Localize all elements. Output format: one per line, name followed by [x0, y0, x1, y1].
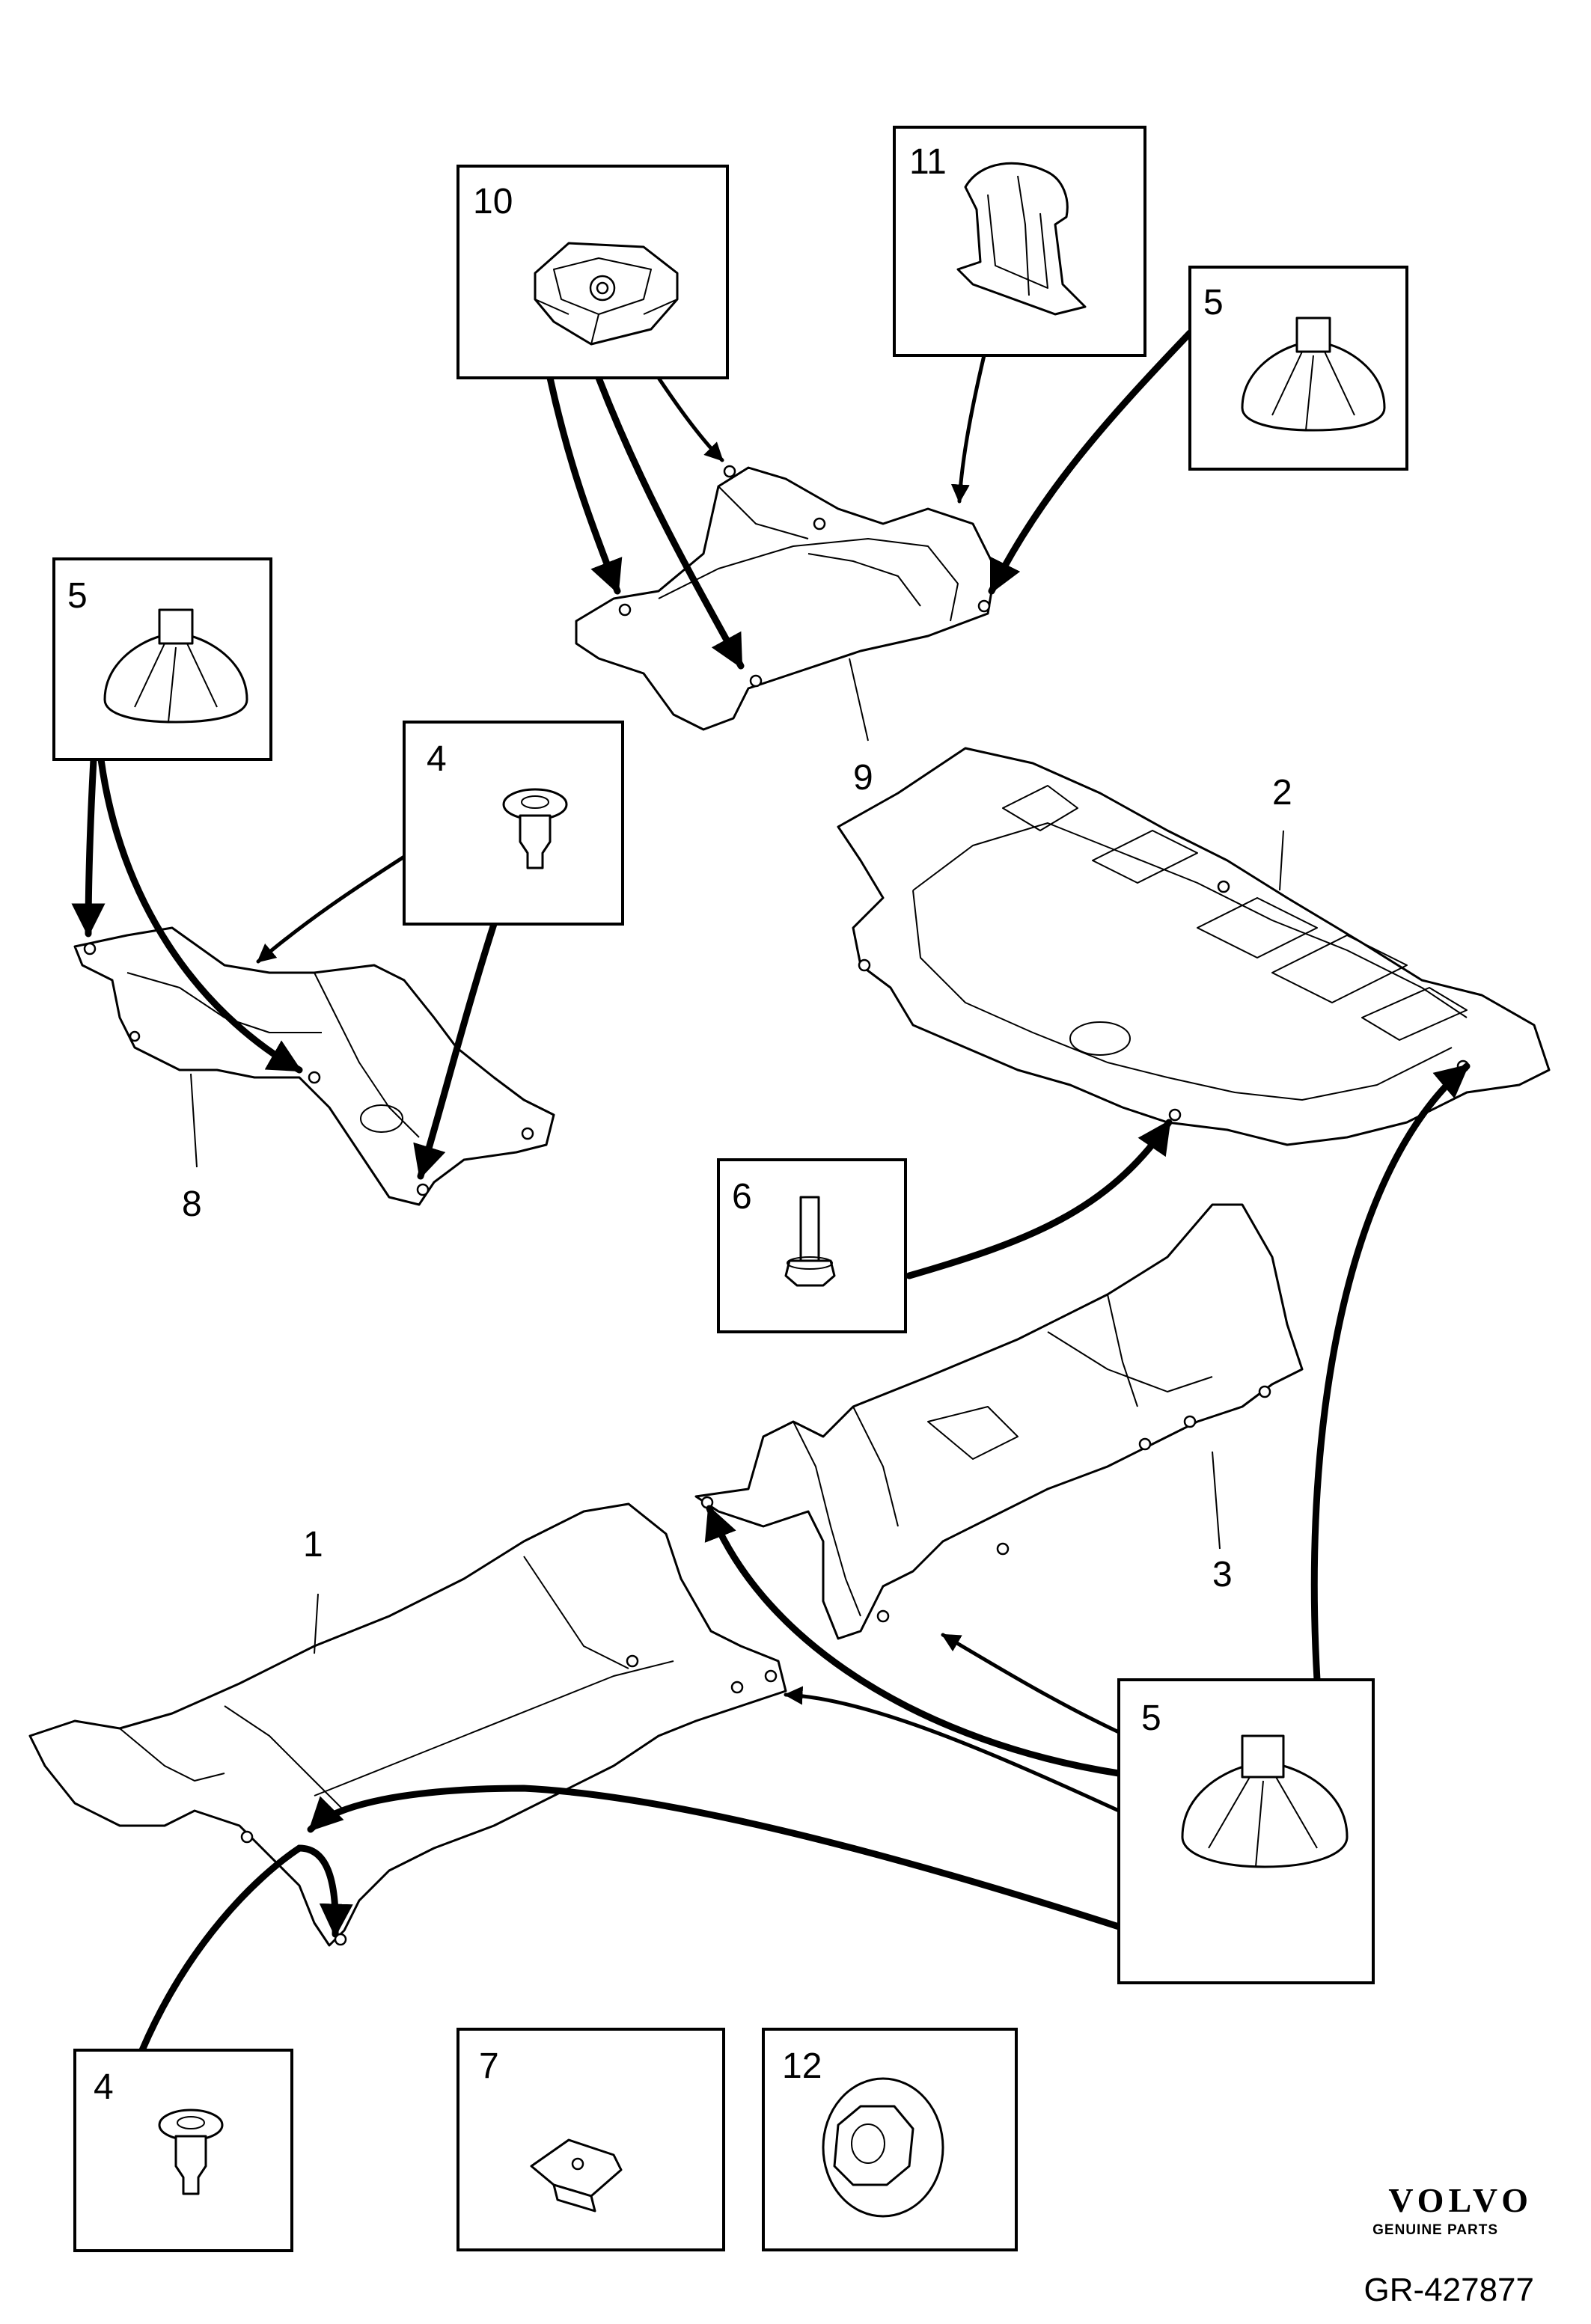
callout-box-11: 11: [893, 126, 1146, 357]
diagram-reference: GR-427877: [1364, 2272, 1534, 2308]
brand-tagline: GENUINE PARTS: [1372, 2222, 1498, 2238]
bolt-icon: [784, 1196, 836, 1287]
callout-box-6: 6: [717, 1158, 907, 1333]
speed-nut-icon: [530, 2138, 623, 2213]
callout-label-10: 10: [473, 182, 513, 221]
callout-box-4-bottom: 4: [73, 2049, 293, 2252]
brand-block: VOLVO GENUINE PARTS: [1372, 2183, 1533, 2239]
part-label-9: 9: [853, 758, 873, 798]
callout-label-5-left: 5: [67, 576, 88, 616]
callout-label-4-bottom: 4: [94, 2067, 114, 2107]
push-nut-icon: [103, 608, 248, 724]
heat-shield-part-1: [28, 1502, 787, 1947]
push-nut-icon: [1181, 1734, 1349, 1868]
flange-nut-icon: [822, 2077, 944, 2218]
clip-icon: [534, 242, 679, 346]
part-label-1: 1: [303, 1525, 323, 1565]
part-label-2: 2: [1272, 773, 1292, 813]
push-rivet-icon: [158, 2109, 224, 2195]
push-rivet-icon: [502, 788, 568, 869]
underbody-panel-part-2: [837, 747, 1551, 1146]
callout-label-6: 6: [732, 1177, 752, 1217]
spring-clip-icon: [956, 162, 1087, 316]
callout-box-7: 7: [456, 2028, 725, 2251]
heat-shield-part-3: [694, 1203, 1304, 1640]
callout-box-5-left: 5: [52, 557, 272, 761]
part-label-3: 3: [1212, 1555, 1233, 1594]
callout-box-10: 10: [456, 165, 729, 379]
callout-label-5-bottom: 5: [1141, 1698, 1161, 1738]
callout-label-12: 12: [782, 2046, 822, 2086]
fastener-arrows: [71, 329, 1471, 2054]
callout-label-5-top: 5: [1203, 283, 1224, 322]
callout-label-7: 7: [479, 2046, 499, 2086]
part-label-8: 8: [182, 1184, 202, 1224]
callout-box-5-top: 5: [1188, 266, 1408, 471]
callout-label-11: 11: [909, 142, 947, 182]
callout-box-5-bottom: 5: [1117, 1678, 1375, 1984]
heat-shield-part-9: [575, 465, 997, 731]
callout-box-12: 12: [762, 2028, 1018, 2251]
callout-box-4-mid: 4: [403, 721, 624, 926]
volvo-logo: VOLVO: [1388, 2181, 1533, 2219]
push-nut-icon: [1241, 317, 1386, 432]
callout-label-4-mid: 4: [427, 739, 447, 779]
